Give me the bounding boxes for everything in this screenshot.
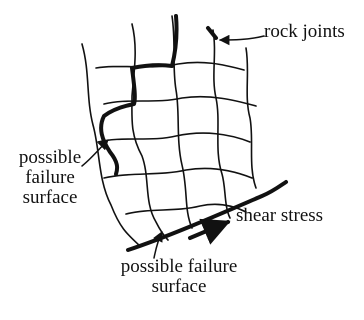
failure-bottom-arrow (154, 232, 162, 258)
failure-left-line-1: possible (4, 148, 96, 168)
failure-bottom-line-1: possible failure (72, 257, 286, 277)
joint-vertical-5 (246, 48, 256, 188)
joint-horizontal-3 (98, 133, 250, 142)
failure-surface-left-label: possible failure surface (4, 148, 96, 208)
rock-joints-arrow (220, 36, 264, 40)
shear-stress-label: shear stress (236, 206, 323, 226)
joint-vertical-2 (132, 24, 168, 240)
failure-surface-bottom-label: possible failure surface (72, 257, 286, 297)
joint-horizontal-4 (104, 168, 252, 178)
joint-highlight-top-right (208, 28, 216, 38)
rock-joints-label: rock joints (264, 22, 345, 42)
joint-vertical-4 (213, 30, 230, 218)
failure-left-line-2: failure (4, 168, 96, 188)
failure-left-line-3: surface (4, 188, 96, 208)
failure-bottom-line-2: surface (72, 277, 286, 297)
